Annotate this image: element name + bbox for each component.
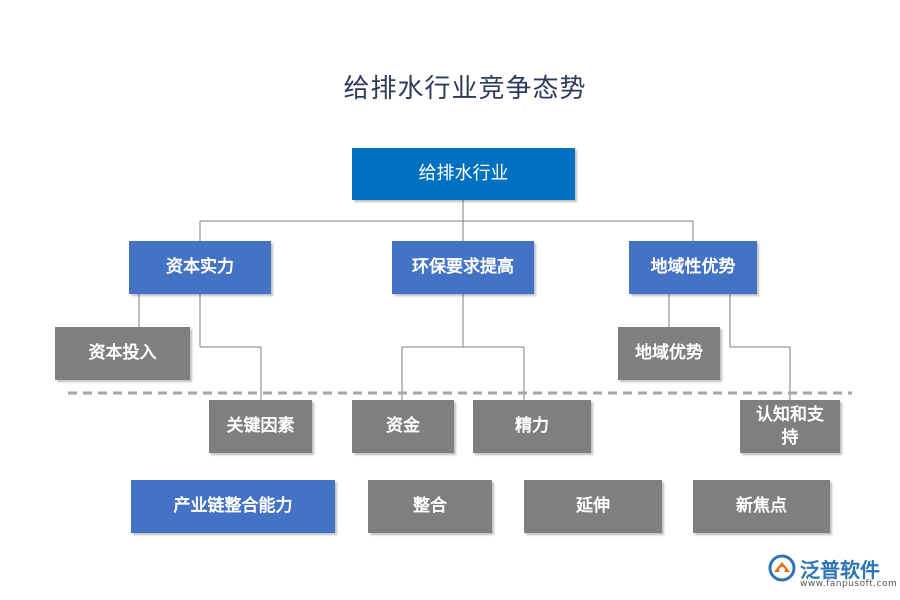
node-regional-advantage: 地域优势: [618, 327, 720, 380]
root-node: 给排水行业: [352, 148, 575, 200]
node-new-focus: 新焦点: [693, 480, 830, 533]
brand-logo: 泛普软件 www.fanpusoft.com: [768, 552, 897, 594]
node-environmental-requirements: 环保要求提高: [392, 241, 534, 294]
node-energy: 精力: [473, 400, 591, 453]
diagram-title: 给排水行业竞争态势: [343, 74, 587, 104]
logo-url: www.fanpusoft.com: [800, 579, 898, 589]
node-industry-chain-integration: 产业链整合能力: [131, 480, 335, 533]
node-funds: 资金: [352, 400, 454, 453]
logo-name: 泛普软件: [800, 558, 880, 582]
node-regional-advantage-group: 地域性优势: [629, 241, 757, 294]
node-awareness-support: 认知和支持: [740, 400, 840, 453]
node-key-factors: 关键因素: [209, 400, 312, 453]
node-extension: 延伸: [524, 480, 662, 533]
node-capital-strength: 资本实力: [129, 241, 271, 294]
node-capital-input: 资本投入: [55, 327, 190, 380]
logo-icon: [768, 554, 796, 582]
node-integration: 整合: [368, 480, 492, 533]
